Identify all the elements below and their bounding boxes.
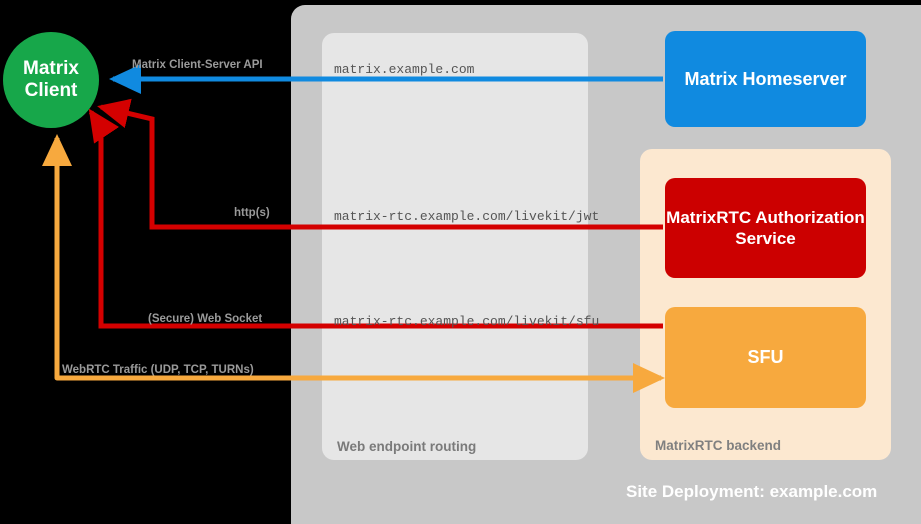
- flow-label-webrtc-traffic: WebRTC Traffic (UDP, TCP, TURNs): [62, 364, 254, 376]
- node-matrix-homeserver[interactable]: Matrix Homeserver: [665, 31, 866, 127]
- caption-matrixrtc-backend: MatrixRTC backend: [655, 438, 782, 453]
- caption-site-deployment: Site Deployment: example.com: [626, 482, 878, 501]
- matrix-client-label-line1: Matrix: [23, 57, 79, 79]
- matrix-homeserver-label: Matrix Homeserver: [684, 68, 847, 89]
- matrix-client-label-line2: Client: [24, 80, 78, 101]
- web-endpoint-routing-container: [322, 33, 588, 460]
- endpoint-livekit-sfu-host: matrix-rtc.example.com/livekit/sfu: [334, 314, 600, 329]
- endpoint-matrix-host: matrix.example.com: [334, 62, 475, 77]
- flow-label-https: http(s): [234, 207, 270, 219]
- node-matrixrtc-authorization-service[interactable]: MatrixRTC Authorization Service: [665, 178, 866, 278]
- caption-web-endpoint-routing: Web endpoint routing: [337, 439, 477, 454]
- flow-label-matrix-client-server-api: Matrix Client-Server API: [132, 59, 263, 71]
- flow-label-secure-web-socket: (Secure) Web Socket: [148, 313, 263, 325]
- endpoint-livekit-jwt-host: matrix-rtc.example.com/livekit/jwt: [334, 209, 600, 224]
- matrixrtc-auth-service-label: MatrixRTC Authorization Service: [666, 207, 865, 248]
- node-matrix-client[interactable]: Matrix Client: [3, 32, 99, 128]
- node-sfu[interactable]: SFU: [665, 307, 866, 408]
- sfu-label: SFU: [747, 347, 784, 368]
